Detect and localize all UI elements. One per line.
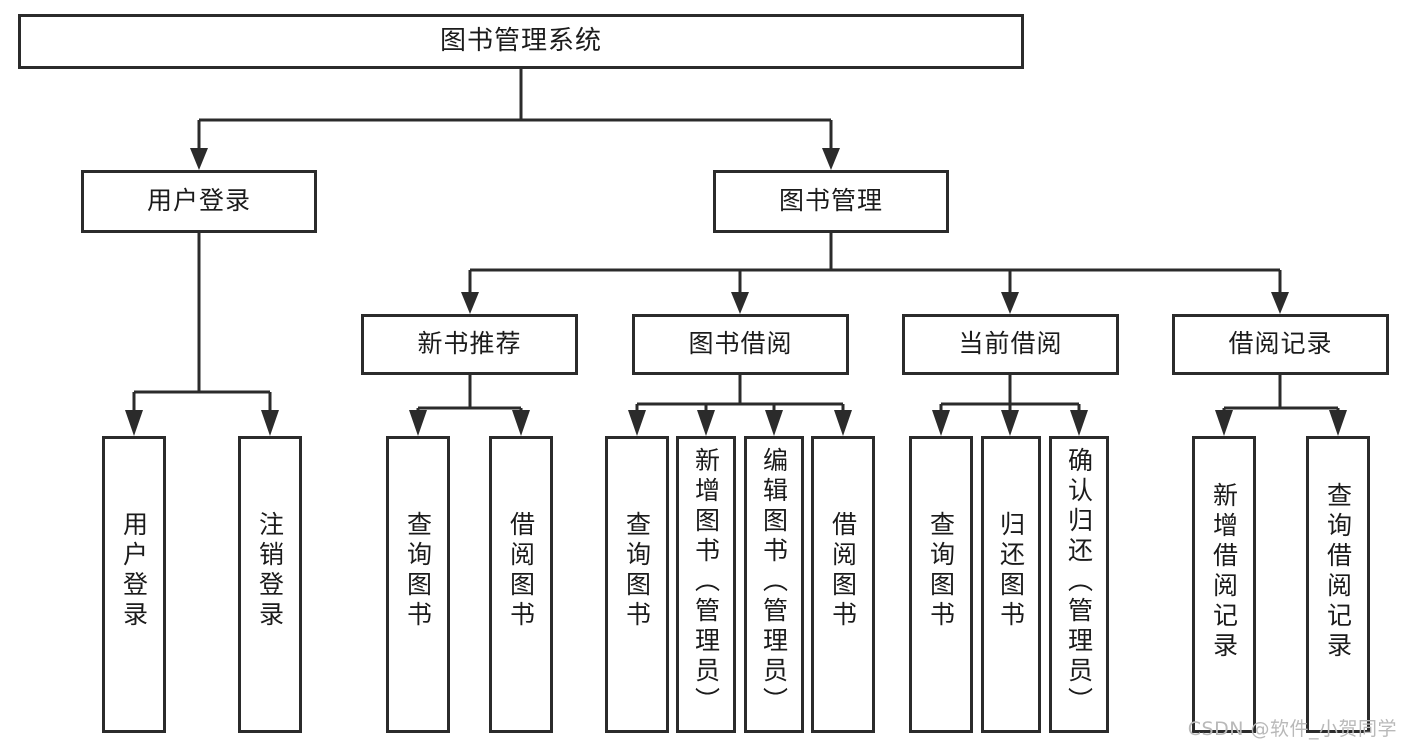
leaf-add-book[interactable]: 新增图书（管理员） bbox=[676, 436, 736, 733]
arrow-br-l1 bbox=[1215, 410, 1233, 436]
node-book-manage-label: 图书管理 bbox=[778, 186, 883, 216]
arrow-root-to-user-login bbox=[190, 148, 208, 170]
leaf-edit-book[interactable]: 编辑图书（管理员） bbox=[744, 436, 804, 733]
node-root[interactable]: 图书管理系统 bbox=[18, 14, 1024, 69]
leaf-user-logout-label: 注销登录 bbox=[255, 511, 285, 631]
arrow-nbr-l2 bbox=[512, 410, 530, 436]
arrow-cb-l3 bbox=[1070, 410, 1088, 436]
node-new-book-rec[interactable]: 新书推荐 bbox=[361, 314, 578, 375]
node-root-label: 图书管理系统 bbox=[439, 25, 602, 56]
arrow-bb-l1 bbox=[628, 410, 646, 436]
arrow-bm-c3 bbox=[1001, 292, 1019, 314]
leaf-user-login-label: 用户登录 bbox=[119, 511, 149, 631]
leaf-return-book[interactable]: 归还图书 bbox=[981, 436, 1041, 733]
leaf-query-book-1-label: 查询图书 bbox=[403, 511, 433, 631]
leaf-user-logout[interactable]: 注销登录 bbox=[238, 436, 302, 733]
arrow-user-login-l1 bbox=[125, 410, 143, 436]
node-borrow-record[interactable]: 借阅记录 bbox=[1172, 314, 1389, 375]
arrow-cb-l1 bbox=[932, 410, 950, 436]
leaf-query-book-1[interactable]: 查询图书 bbox=[386, 436, 450, 733]
leaf-confirm-return-label: 确认归还（管理员） bbox=[1064, 447, 1094, 717]
leaf-borrow-book-2[interactable]: 借阅图书 bbox=[811, 436, 875, 733]
arrow-br-l2 bbox=[1329, 410, 1347, 436]
leaf-edit-book-label: 编辑图书（管理员） bbox=[759, 447, 789, 717]
node-current-borrow-label: 当前借阅 bbox=[958, 329, 1063, 359]
leaf-confirm-return[interactable]: 确认归还（管理员） bbox=[1049, 436, 1109, 733]
leaf-query-record-label: 查询借阅记录 bbox=[1323, 482, 1353, 662]
leaf-add-book-label: 新增图书（管理员） bbox=[691, 447, 721, 717]
leaf-user-login[interactable]: 用户登录 bbox=[102, 436, 166, 733]
node-book-manage[interactable]: 图书管理 bbox=[713, 170, 949, 233]
leaf-return-book-label: 归还图书 bbox=[996, 511, 1026, 631]
watermark: CSDN @软件_小贺同学 bbox=[1187, 718, 1397, 740]
arrow-bm-c1 bbox=[461, 292, 479, 314]
leaf-query-book-2[interactable]: 查询图书 bbox=[605, 436, 669, 733]
leaf-borrow-book-1[interactable]: 借阅图书 bbox=[489, 436, 553, 733]
leaf-query-book-3-label: 查询图书 bbox=[926, 511, 956, 631]
arrow-nbr-l1 bbox=[409, 410, 427, 436]
leaf-query-book-3[interactable]: 查询图书 bbox=[909, 436, 973, 733]
leaf-query-book-2-label: 查询图书 bbox=[622, 511, 652, 631]
node-user-login-label: 用户登录 bbox=[146, 186, 251, 216]
node-book-borrow-label: 图书借阅 bbox=[688, 329, 793, 359]
node-current-borrow[interactable]: 当前借阅 bbox=[902, 314, 1119, 375]
node-book-borrow[interactable]: 图书借阅 bbox=[632, 314, 849, 375]
node-new-book-rec-label: 新书推荐 bbox=[417, 329, 522, 359]
leaf-query-record[interactable]: 查询借阅记录 bbox=[1306, 436, 1370, 733]
arrow-bb-l4 bbox=[834, 410, 852, 436]
arrow-user-login-l2 bbox=[261, 410, 279, 436]
arrow-bm-c4 bbox=[1271, 292, 1289, 314]
leaf-add-record-label: 新增借阅记录 bbox=[1209, 482, 1239, 662]
leaf-add-record[interactable]: 新增借阅记录 bbox=[1192, 436, 1256, 733]
leaf-borrow-book-2-label: 借阅图书 bbox=[828, 511, 858, 631]
arrow-cb-l2 bbox=[1001, 410, 1019, 436]
arrow-bb-l2 bbox=[697, 410, 715, 436]
leaf-borrow-book-1-label: 借阅图书 bbox=[506, 511, 536, 631]
arrow-root-to-book-manage bbox=[822, 148, 840, 170]
node-user-login[interactable]: 用户登录 bbox=[81, 170, 317, 233]
arrow-bm-c2 bbox=[731, 292, 749, 314]
node-borrow-record-label: 借阅记录 bbox=[1228, 329, 1333, 359]
arrow-bb-l3 bbox=[765, 410, 783, 436]
